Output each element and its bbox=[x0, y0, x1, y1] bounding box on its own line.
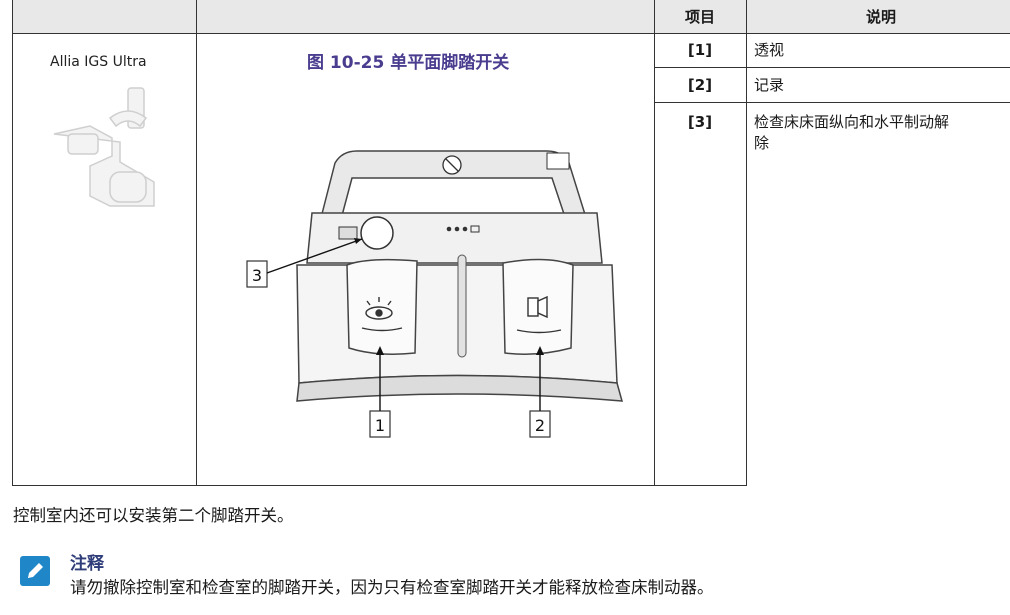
callout-1: 1 bbox=[375, 416, 385, 435]
arrow-label bbox=[338, 226, 358, 240]
foot-switch-diagram: 3 1 2 bbox=[246, 150, 624, 438]
eye-icon bbox=[361, 297, 403, 332]
caption-text: 控制室内还可以安装第二个脚踏开关。 bbox=[13, 506, 294, 525]
border-col2 bbox=[654, 0, 655, 486]
border-left bbox=[12, 0, 13, 486]
note-title: 注释 bbox=[70, 554, 104, 574]
base-plate bbox=[296, 374, 624, 402]
system-name: Allia IGS Ultra bbox=[50, 54, 147, 70]
spec-table: 项目 说明 [1] 透视 [2] 记录 [3] 检查床床面纵向和水平制动解 除 … bbox=[12, 0, 1010, 487]
no-step-icon bbox=[442, 155, 462, 175]
callout-3: 3 bbox=[252, 266, 262, 285]
camera-icon bbox=[516, 295, 562, 334]
figure-title: 图 10-25 单平面脚踏开关 bbox=[307, 53, 510, 73]
border-bottom bbox=[12, 485, 747, 486]
center-divider bbox=[457, 254, 467, 358]
row-3-number: [3] bbox=[687, 113, 713, 131]
callout-2-arrow bbox=[536, 346, 544, 355]
row-divider-2 bbox=[654, 102, 1010, 103]
header-description: 说明 bbox=[865, 8, 896, 26]
row-2-number: [2] bbox=[687, 76, 713, 94]
row-1-number: [1] bbox=[687, 41, 713, 59]
c-arm-system-icon bbox=[53, 87, 155, 207]
row-2-description: 记录 bbox=[754, 76, 785, 94]
label-sticker bbox=[546, 152, 570, 170]
callout-3-box bbox=[246, 260, 268, 288]
header-item: 项目 bbox=[684, 8, 715, 26]
callout-3-line bbox=[266, 238, 363, 274]
callout-1-arrow bbox=[376, 346, 384, 355]
pencil-note-icon bbox=[20, 556, 50, 586]
note-text: 请勿撤除控制室和检查室的脚踏开关，因为只有检查室脚踏开关才能释放检查床制动器。 bbox=[70, 578, 714, 597]
callout-2: 2 bbox=[535, 416, 545, 435]
status-leds bbox=[446, 225, 480, 233]
callout-3-arrow bbox=[354, 238, 362, 244]
row-3-description: 检查床床面纵向和水平制动解 除 bbox=[754, 113, 950, 152]
border-col1 bbox=[196, 0, 197, 486]
brake-release-button bbox=[360, 216, 394, 250]
border-col3 bbox=[746, 0, 747, 486]
row-divider-1 bbox=[654, 67, 1010, 68]
table-header bbox=[12, 0, 1010, 34]
row-1-description: 透视 bbox=[754, 41, 785, 59]
